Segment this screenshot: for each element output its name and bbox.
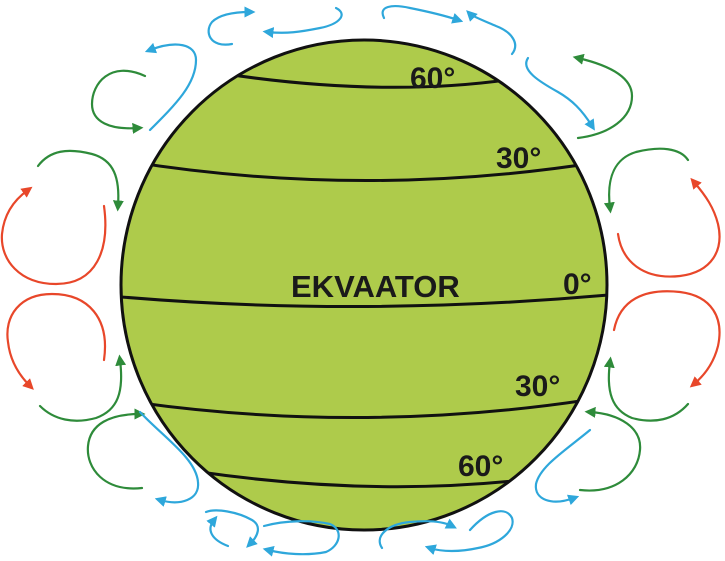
ferrel-cell-right-lower-arrow (603, 147, 690, 214)
latitude-line-north-30 (121, 158, 601, 183)
hadley-cells-south (6, 290, 721, 390)
label-north-60: 60° (410, 62, 455, 95)
latitude-line-south-60 (199, 470, 541, 489)
polar-cell-left-arrow (144, 42, 198, 132)
ferrel-cell-left-south-lower-arrow (86, 408, 146, 490)
hadley-cell-right-north-arrow (616, 177, 721, 278)
hadley-cell-left-south-arrow (6, 292, 107, 390)
ferrel-cell-left-south-upper-arrow (38, 354, 127, 422)
globe: 60° 30° EKVAATOR 0° 30° 60° (119, 38, 609, 532)
polar-cells-north (144, 5, 595, 132)
polar-cell-top-right-lower-arrow (466, 10, 517, 56)
label-south-30: 30° (515, 370, 560, 403)
polar-cell-bottom-left-lower-arrow (206, 515, 230, 548)
label-north-30: 30° (496, 142, 541, 175)
globe-body (121, 40, 607, 530)
polar-cell-top-left-upper-arrow (207, 6, 256, 46)
globe-outline (119, 38, 609, 532)
latitude-lines (121, 68, 607, 489)
ferrel-cell-right-upper-arrow (572, 53, 634, 140)
polar-cell-top-right-upper-arrow (381, 5, 464, 24)
latitude-line-north-60 (199, 68, 521, 89)
polar-cells-south (138, 410, 592, 557)
label-south-60: 60° (458, 450, 503, 483)
polar-cell-right-arrow (525, 56, 595, 131)
hadley-cells-north (0, 177, 721, 286)
polar-cell-bottom-mid-left-arrow (262, 520, 340, 557)
hadley-cell-left-north-arrow (0, 186, 107, 286)
equator-label: EKVAATOR (291, 269, 460, 304)
polar-cell-bottom-left-upper-arrow (204, 509, 259, 548)
polar-cell-bottom-right-side-arrow (534, 428, 592, 506)
ferrel-cell-left-lower-arrow (36, 149, 124, 212)
polar-cell-bottom-mid-right-arrow (378, 518, 457, 550)
label-equator-0: 0° (563, 268, 592, 301)
latitude-line-south-30 (121, 396, 601, 419)
ferrel-cells-north (36, 53, 690, 214)
polar-cell-top-left-lower-arrow (262, 6, 343, 39)
hadley-cell-right-south-arrow (612, 290, 721, 388)
ferrel-cell-right-south-upper-arrow (603, 356, 690, 422)
polar-cell-bottom-left-side-arrow (138, 410, 200, 507)
ferrel-cell-right-south-lower-arrow (578, 406, 642, 492)
ferrel-cells-south (38, 354, 690, 492)
polar-cell-bottom-right-arrow (424, 510, 514, 555)
ferrel-cell-left-upper-arrow (90, 69, 147, 134)
latitude-line-equator (121, 292, 607, 309)
